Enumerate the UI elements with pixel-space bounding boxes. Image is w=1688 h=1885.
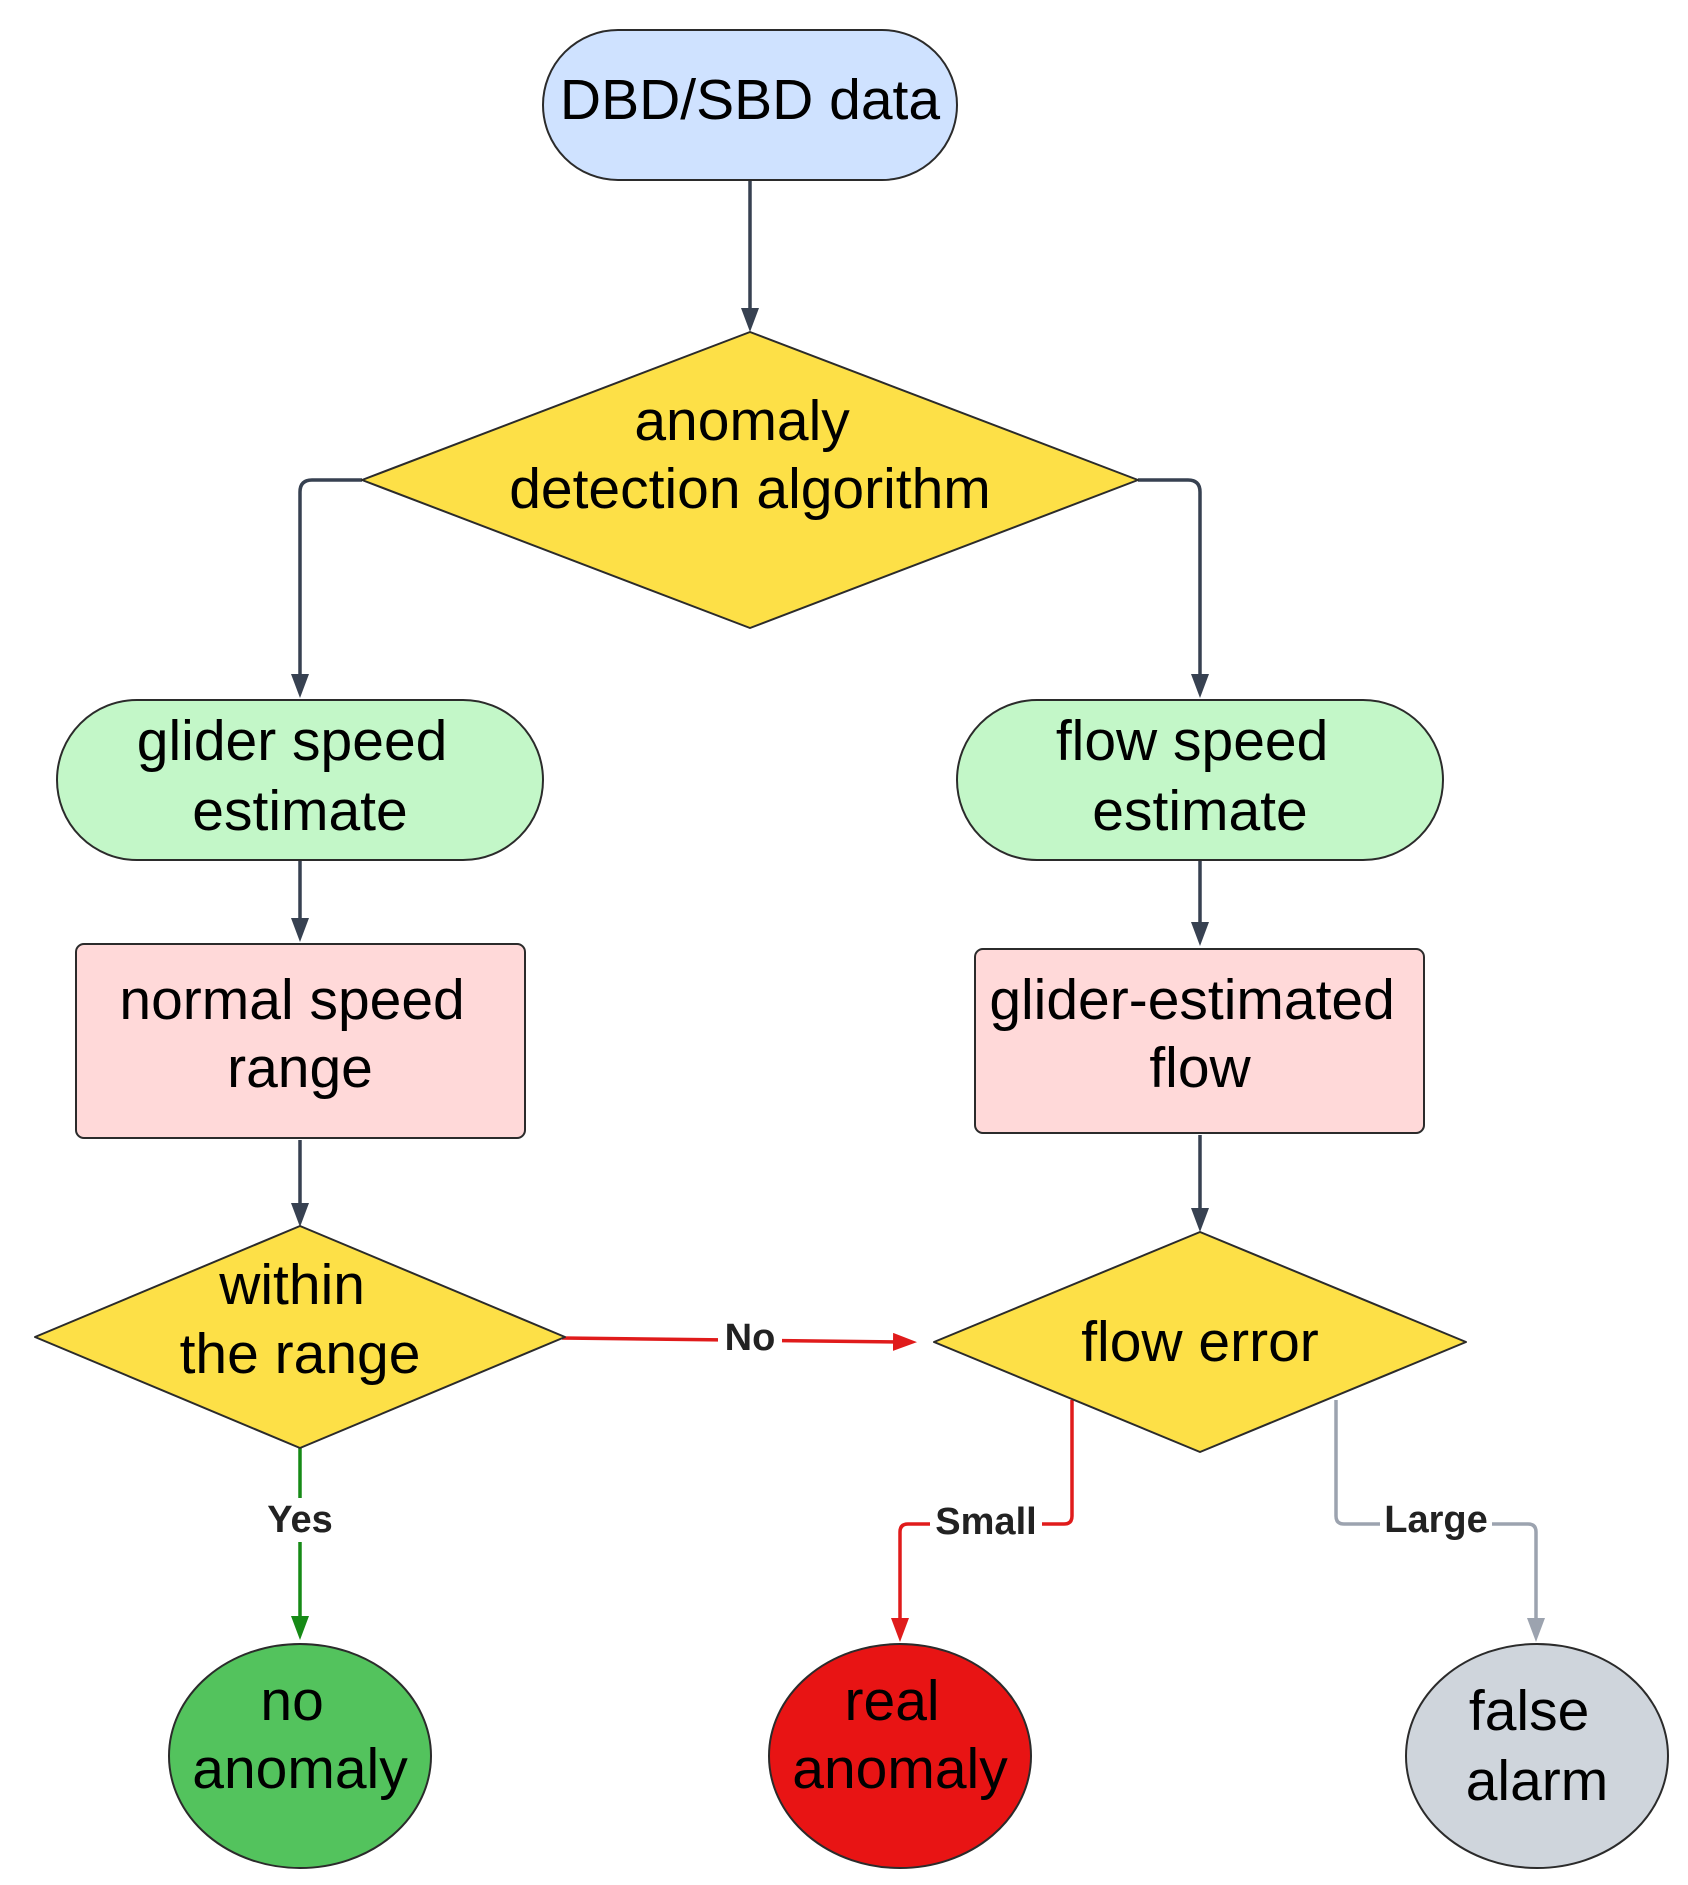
node-flow-speed: flow speed estimate (956, 699, 1444, 861)
nodes: DBD/SBD data anomaly detection algorithm… (34, 29, 1669, 1869)
node-start: DBD/SBD data (542, 29, 958, 181)
node-flow-error-shape (933, 1231, 1467, 1453)
node-within-shape (34, 1225, 566, 1449)
node-detect-label: anomaly detection algorithm (509, 389, 991, 521)
edge-label-yes-text: Yes (267, 1499, 333, 1541)
node-within-label: within the range (180, 1253, 421, 1386)
edge-label-large-text: Large (1384, 1499, 1487, 1541)
node-false-alarm-label: false alarm (1466, 1679, 1609, 1813)
node-no-anomaly-shape (168, 1643, 432, 1869)
node-normal-range-shape (75, 943, 526, 1139)
edge-detect-to-glider-speed (291, 478, 362, 698)
node-glider-flow: glider-estimated flow (974, 948, 1425, 1134)
edge-label-small-text: Small (935, 1501, 1036, 1543)
node-false-alarm-shape (1405, 1643, 1669, 1869)
node-detect-shape (361, 331, 1139, 629)
node-glider-flow-shape (974, 948, 1425, 1134)
edge-label-small: Small (930, 1500, 1042, 1544)
node-normal-range-label: normal speed range (119, 968, 480, 1100)
node-flow-speed-shape (956, 699, 1444, 861)
node-normal-range: normal speed range (75, 943, 526, 1139)
edge-label-no: No (718, 1317, 782, 1360)
node-glider-speed-shape (56, 699, 544, 861)
edge-label-yes: Yes (262, 1498, 338, 1542)
node-within: within the range (34, 1225, 566, 1449)
node-flow-speed-label: flow speed estimate (1056, 709, 1344, 843)
node-glider-flow-label: glider-estimated flow (989, 968, 1410, 1100)
node-false-alarm: false alarm (1405, 1643, 1669, 1869)
node-glider-speed: glider speed estimate (56, 699, 544, 861)
node-no-anomaly-label: no anomaly (192, 1669, 408, 1801)
node-real-anomaly-label: real anomaly (792, 1669, 1008, 1801)
node-glider-speed-label: glider speed estimate (137, 709, 463, 843)
edge-label-no-text: No (725, 1317, 776, 1359)
node-real-anomaly: real anomaly (768, 1643, 1032, 1869)
edge-labels: No Yes Small Large (262, 1317, 1492, 1544)
node-detect: anomaly detection algorithm (361, 331, 1139, 629)
node-start-label: DBD/SBD data (560, 68, 940, 132)
node-start-shape (542, 29, 958, 181)
node-real-anomaly-shape (768, 1643, 1032, 1869)
node-flow-error-label: flow error (1081, 1310, 1319, 1374)
edge-detect-to-flow-speed (1138, 478, 1209, 698)
node-no-anomaly: no anomaly (168, 1643, 432, 1869)
edge-label-large: Large (1380, 1498, 1492, 1542)
node-flow-error: flow error (933, 1231, 1467, 1453)
